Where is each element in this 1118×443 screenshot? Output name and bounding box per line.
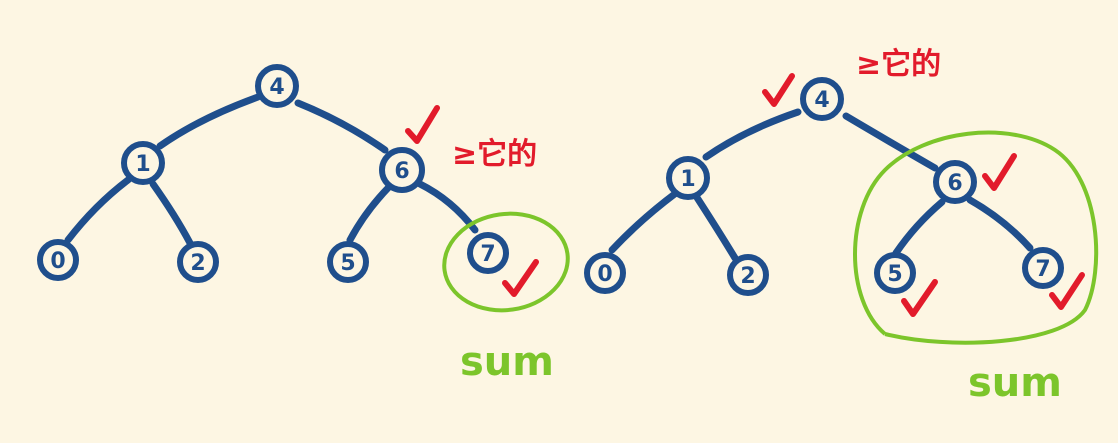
- node-label: 5: [887, 262, 902, 287]
- annotation-text: ≥它的: [452, 137, 537, 172]
- edge-4-1: [702, 108, 802, 161]
- tree-left: 4 1 6 0 2 5 7 ≥它的 sum: [37, 64, 570, 385]
- edge-6-7: [416, 180, 479, 234]
- node-0: 0: [584, 252, 626, 294]
- edge-6-7: [966, 196, 1034, 252]
- node-label: 2: [190, 251, 205, 276]
- check-mark-icon: [982, 153, 1017, 191]
- node-7: 7: [467, 232, 509, 274]
- edge-4-6: [842, 112, 939, 172]
- node-label: 6: [947, 171, 962, 196]
- node-4: 4: [255, 64, 299, 108]
- edge-6-5: [892, 198, 946, 257]
- node-1: 1: [666, 156, 710, 200]
- node-6: 6: [379, 147, 425, 193]
- node-label: 2: [740, 264, 755, 289]
- node-label: 4: [269, 75, 284, 100]
- node-2: 2: [727, 254, 769, 296]
- node-label: 0: [597, 262, 612, 287]
- check-mark-icon: [502, 259, 539, 297]
- node-6: 6: [933, 160, 977, 204]
- annotation-text: ≥它的: [856, 47, 941, 82]
- tree-right: 4 1 6 0 2 5 7 ≥它的 sum: [584, 47, 1099, 406]
- edge-1-0: [608, 189, 680, 254]
- node-label: 4: [814, 88, 829, 113]
- node-label: 7: [1035, 257, 1050, 282]
- node-5: 5: [874, 252, 916, 294]
- sum-circle: [442, 211, 570, 313]
- node-5: 5: [327, 241, 369, 283]
- node-label: 5: [340, 251, 355, 276]
- node-label: 6: [394, 159, 409, 184]
- node-0: 0: [37, 239, 79, 281]
- node-label: 1: [135, 152, 150, 177]
- node-label: 1: [680, 167, 695, 192]
- edge-4-6: [294, 99, 389, 154]
- node-1: 1: [121, 141, 165, 185]
- node-label: 0: [50, 249, 65, 274]
- node-4: 4: [800, 77, 844, 121]
- check-mark-icon: [762, 73, 795, 107]
- edge-6-5: [346, 184, 392, 244]
- edge-1-2: [692, 192, 739, 262]
- check-mark-icon: [901, 279, 938, 317]
- edge-1-2: [149, 180, 194, 247]
- sum-circle: [853, 130, 1099, 345]
- node-label: 7: [480, 242, 495, 267]
- sum-label: sum: [460, 339, 554, 385]
- sum-label: sum: [968, 360, 1062, 406]
- edge-1-0: [64, 176, 132, 244]
- node-7: 7: [1022, 247, 1064, 289]
- node-2: 2: [177, 241, 219, 283]
- check-mark-icon: [405, 105, 440, 144]
- check-mark-icon: [1049, 272, 1085, 310]
- edge-4-1: [156, 93, 262, 150]
